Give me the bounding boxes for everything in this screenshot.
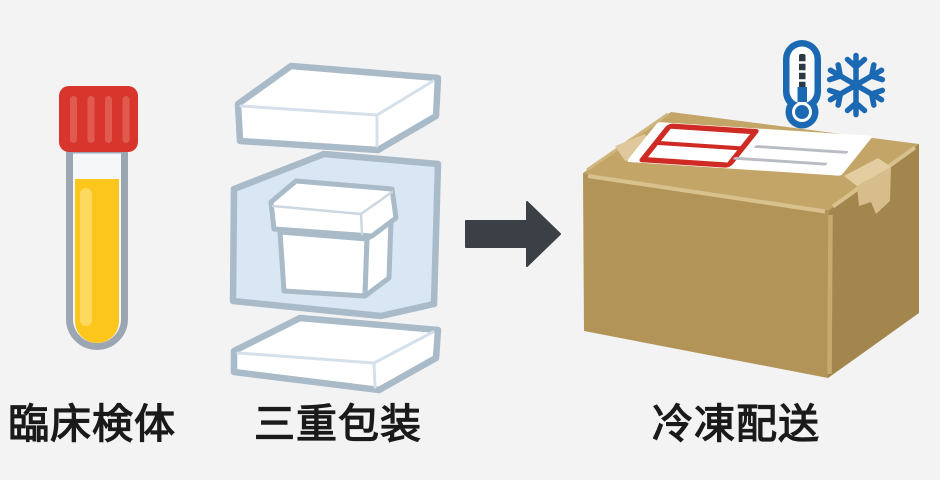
step-label-triple-packaging: 三重包装 xyxy=(254,400,422,448)
packaging-primary-box xyxy=(268,178,399,299)
packaging-base xyxy=(230,314,442,394)
tube-cap xyxy=(59,86,138,152)
step-label-clinical-specimen: 臨床検体 xyxy=(8,400,176,448)
snowflake-icon xyxy=(826,52,886,118)
cardboard-box-icon xyxy=(583,112,919,378)
packing-tape-right xyxy=(844,158,891,214)
triple-packaging-icon xyxy=(229,62,442,394)
test-tube-icon xyxy=(59,86,138,350)
arrow-right-icon xyxy=(465,201,561,267)
step-label-frozen-delivery: 冷凍配送 xyxy=(652,400,820,448)
shipping-label xyxy=(627,122,872,176)
box-front-face xyxy=(583,173,829,378)
packaging-lid xyxy=(234,62,442,154)
box-right-face xyxy=(828,144,919,378)
thermometer-icon xyxy=(783,40,821,129)
